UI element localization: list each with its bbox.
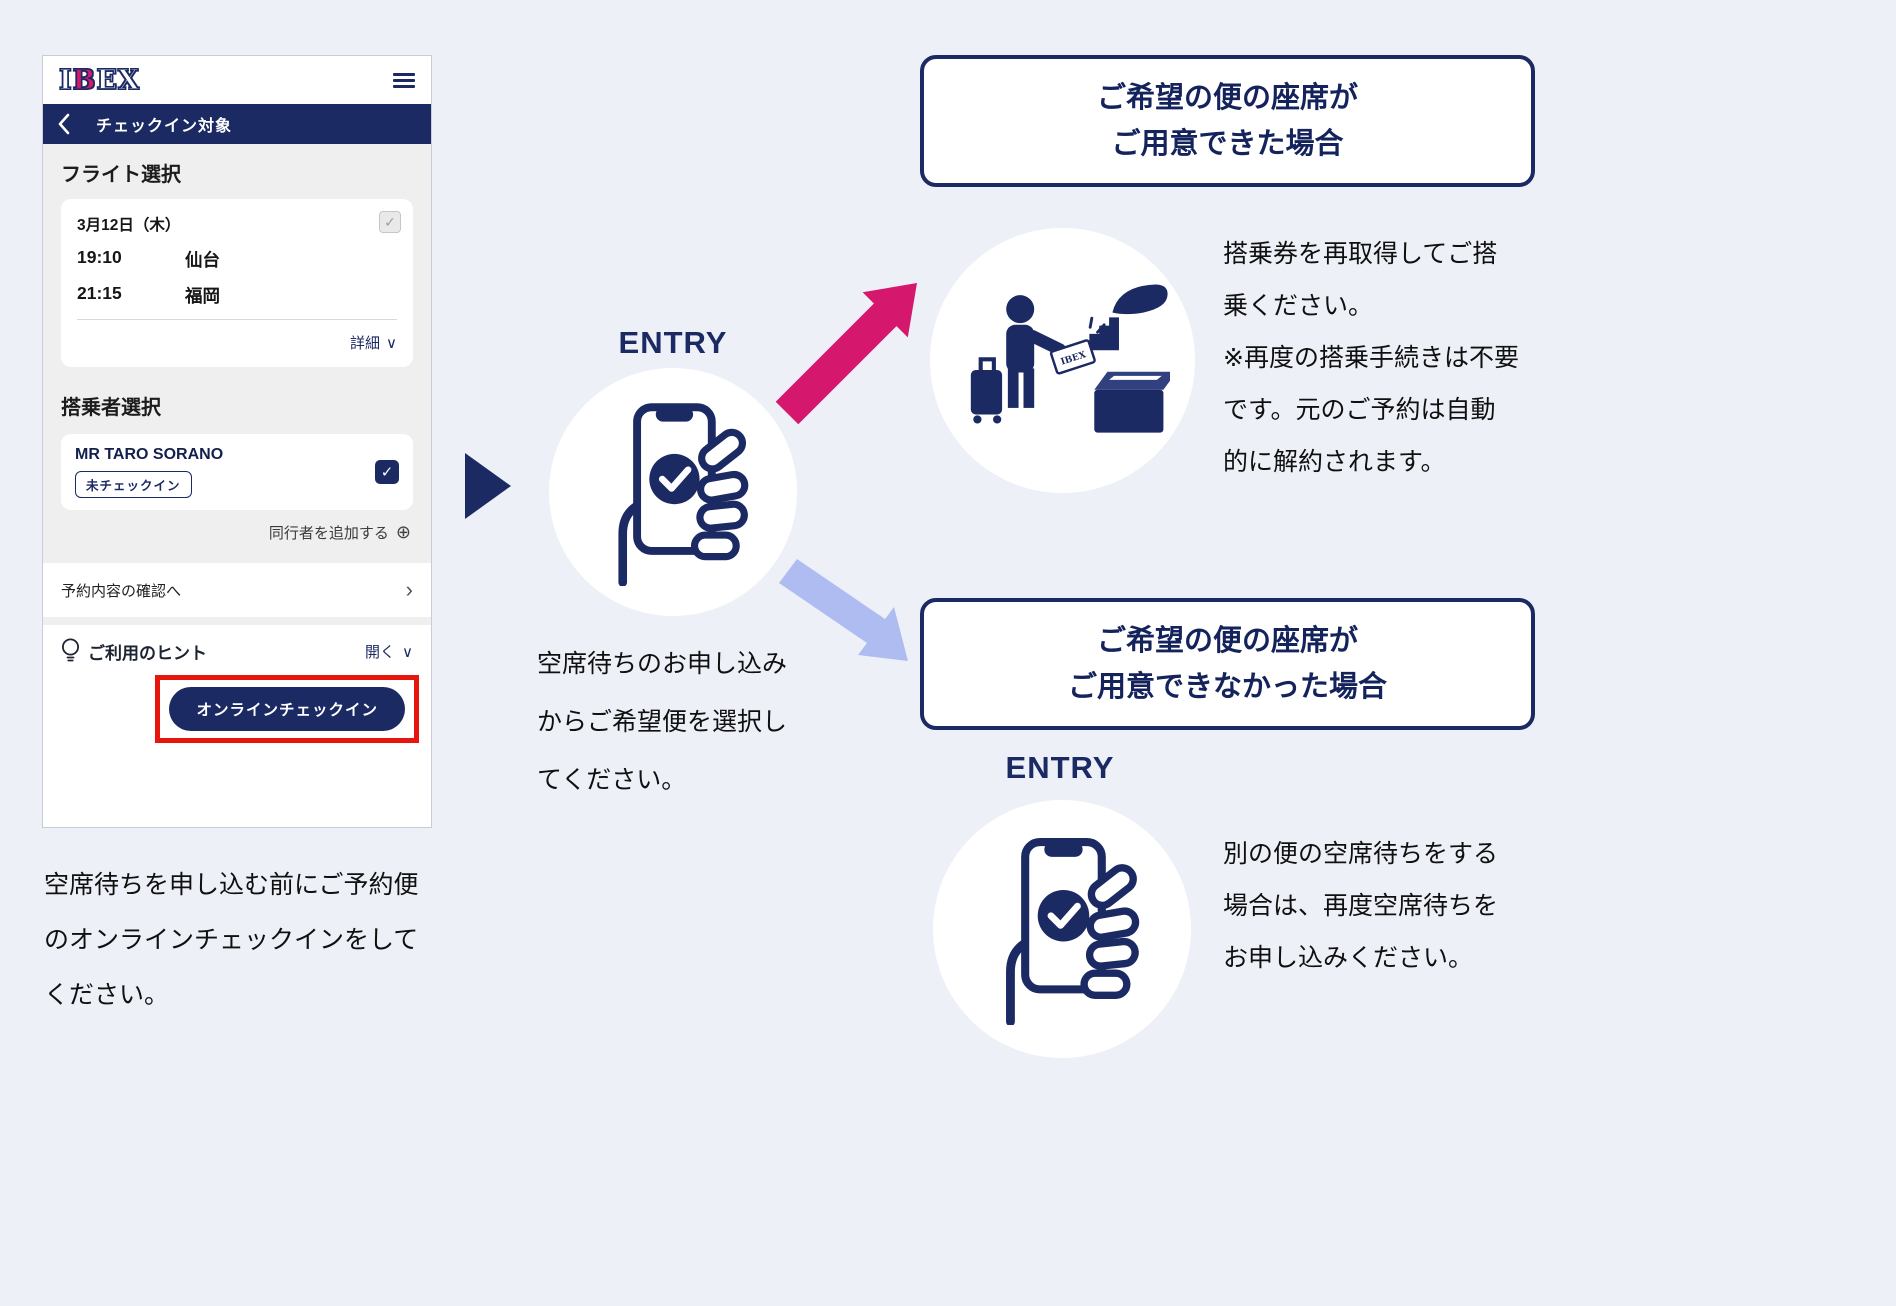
caption-line: てください。 (537, 766, 687, 794)
add-companion-link[interactable]: 同行者を追加する ⊕ (61, 510, 413, 547)
departure-city: 仙台 (185, 250, 220, 270)
success-caption: 搭乗券を再取得してご搭 乗ください。 ※再度の搭乗手続きは不要 です。元のご予約… (1223, 228, 1519, 488)
passenger-boarding-icon: IBEX (970, 283, 1170, 433)
box-line: ご希望の便の座席が (1096, 625, 1358, 657)
arrow-down-right-lavender (779, 559, 908, 661)
lightbulb-icon (62, 638, 79, 662)
button-area: オンラインチェックイン (43, 669, 431, 743)
caption-line: 空席待ちを申し込む前にご予約便 (44, 871, 419, 899)
check-icon: ✓ (384, 213, 396, 230)
seat-available-box: ご希望の便の座席が ご用意できた場合 (920, 55, 1535, 187)
hint-open-label: 開く (365, 644, 396, 661)
ibex-logo: IBEX (58, 64, 140, 96)
box-line: ご希望の便の座席が (1096, 82, 1358, 114)
flight-card: ✓ 3月12日（木） 19:10 仙台 21:15 福岡 詳細 ∨ (61, 199, 413, 367)
caption-line: 的に解約されます。 (1223, 448, 1446, 476)
add-companion-label: 同行者を追加する (268, 525, 389, 542)
arrival-time: 21:15 (77, 283, 122, 303)
logo-letter: I (58, 64, 73, 96)
hint-label: ご利用のヒント (88, 644, 207, 663)
caption-line: 搭乗券を再取得してご搭 (1223, 240, 1498, 268)
check-icon: ✓ (380, 464, 394, 481)
flight-detail-link[interactable]: 詳細 ∨ (77, 320, 397, 367)
back-icon[interactable] (57, 113, 70, 135)
caption-line: ※再度の搭乗手続きは不要 (1223, 344, 1519, 372)
arrival-city: 福岡 (185, 286, 220, 306)
logo-letter-b: B (72, 64, 97, 96)
flight-date: 3月12日（木） (77, 217, 181, 234)
flight-row-departure: 19:10 仙台 (77, 247, 397, 272)
caption-line: お申し込みください。 (1223, 944, 1474, 972)
flight-row-arrival: 21:15 福岡 (77, 283, 397, 308)
chevron-down-icon: ∨ (402, 643, 413, 661)
reservation-confirm-label: 予約内容の確認へ (61, 582, 182, 600)
caption-line: です。元のご予約は自動 (1223, 396, 1496, 424)
caption-line: 別の便の空席待ちをする (1223, 840, 1499, 868)
chevron-right-icon: › (405, 577, 413, 602)
center-caption: 空席待ちのお申し込み からご希望便を選択し てください。 (537, 635, 787, 809)
entry-phone-circle (549, 368, 797, 616)
app-screenshot: IBEX チェックイン対象 フライト選択 ✓ 3月12日（木） 19:10 仙台… (42, 55, 432, 828)
entry-label: ENTRY (1005, 750, 1115, 785)
left-caption: 空席待ちを申し込む前にご予約便 のオンラインチェックインをして ください。 (44, 858, 419, 1023)
caption-line: のオンラインチェックインをして (44, 926, 419, 954)
phone-checkmark-icon (1006, 838, 1140, 1025)
flight-section-title: フライト選択 (61, 164, 181, 186)
hint-row: ご利用のヒント 開く ∨ (43, 625, 431, 669)
phone-checkmark-icon (618, 403, 749, 586)
online-checkin-button[interactable]: オンラインチェックイン (169, 687, 405, 731)
chevron-down-icon: ∨ (386, 334, 397, 352)
departure-time: 19:10 (77, 247, 122, 267)
navbar-title: チェックイン対象 (96, 118, 233, 135)
entry-label: ENTRY (618, 325, 728, 360)
seat-unavailable-box: ご希望の便の座席が ご用意できなかった場合 (920, 598, 1535, 730)
caption-line: からご希望便を選択し (537, 708, 788, 736)
flow-triangle-icon (465, 453, 511, 519)
box-line: ご用意できなかった場合 (1067, 671, 1387, 703)
passenger-checkbox[interactable]: ✓ (375, 460, 399, 484)
passenger-card: MR TARO SORANO 未チェックイン ✓ (61, 434, 413, 510)
hint-block: ご利用のヒント 開く ∨ オンラインチェックイン (43, 625, 431, 827)
app-navbar: チェックイン対象 (43, 104, 431, 144)
entry-phone-circle (933, 800, 1191, 1058)
caption-line: 乗ください。 (1223, 292, 1374, 320)
caption-line: ください。 (44, 981, 170, 1009)
detail-label: 詳細 (350, 335, 381, 352)
fail-caption: 別の便の空席待ちをする 場合は、再度空席待ちを お申し込みください。 (1223, 828, 1498, 984)
menu-icon[interactable] (393, 72, 415, 88)
caption-line: 場合は、再度空席待ちを (1223, 892, 1499, 920)
box-line: ご用意できた場合 (1111, 128, 1344, 160)
arrow-up-right-pink (775, 283, 917, 425)
hint-open-link[interactable]: 開く ∨ (365, 641, 413, 662)
divider (77, 319, 397, 320)
add-circle-icon: ⊕ (395, 522, 411, 542)
boarding-circle: IBEX (930, 228, 1195, 493)
reservation-confirm-row[interactable]: 予約内容の確認へ › (43, 563, 431, 617)
app-body: フライト選択 ✓ 3月12日（木） 19:10 仙台 21:15 福岡 詳細 ∨… (43, 144, 431, 827)
logo-letters: EX (96, 64, 140, 96)
highlight-red-frame: オンラインチェックイン (155, 675, 419, 743)
app-header: IBEX (43, 56, 431, 104)
flight-checkbox[interactable]: ✓ (379, 211, 401, 233)
caption-line: 空席待ちのお申し込み (537, 650, 788, 678)
checkin-status-badge: 未チェックイン (75, 471, 192, 498)
passenger-name: MR TARO SORANO (75, 446, 224, 463)
passenger-section-title: 搭乗者選択 (61, 397, 161, 419)
